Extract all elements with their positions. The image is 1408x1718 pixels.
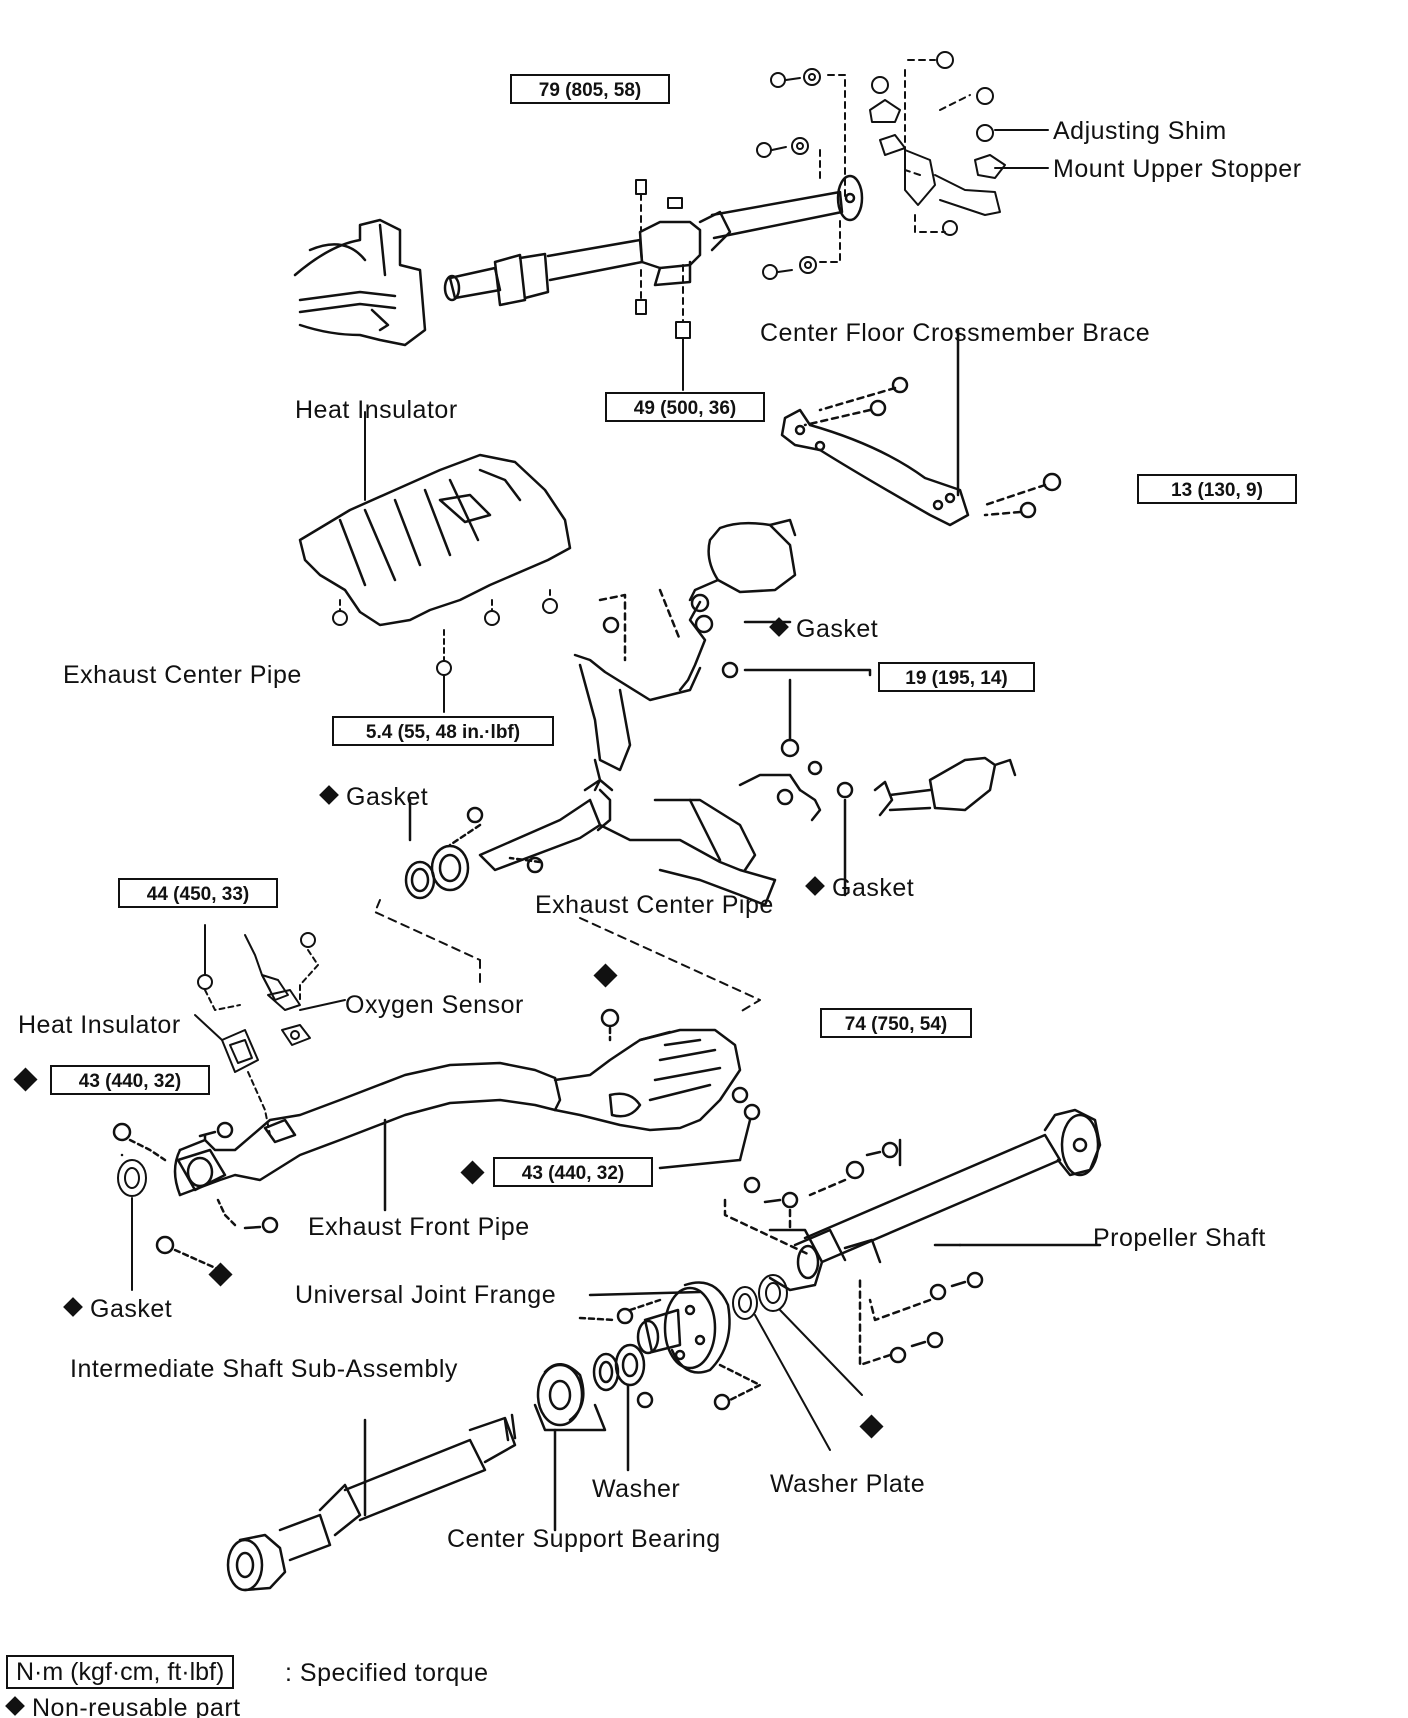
exhaust-center-pipe-drawing — [404, 518, 1017, 907]
label-washer: Washer — [592, 1475, 681, 1503]
label-exhaust-center-pipe-mid: Exhaust Center Pipe — [535, 891, 774, 919]
torque-74: 74 (750, 54) — [820, 1008, 972, 1038]
center-support-bearing-drawing — [533, 1343, 646, 1532]
differential-housing-drawing — [293, 218, 427, 347]
front-gasket-drawing — [117, 1159, 147, 1291]
label-universal-joint-frange: Universal Joint Frange — [295, 1281, 557, 1309]
washer-plate-drawing — [732, 1274, 863, 1451]
label-heat-insulator-upper: Heat Insulator — [295, 396, 458, 424]
crossmember-brace-drawing — [780, 328, 1062, 527]
label-mount-upper-stopper: Mount Upper Stopper — [1053, 155, 1302, 183]
bearing-bracket-hardware — [635, 179, 691, 391]
intermediate-shaft-drawing — [226, 1413, 517, 1592]
label-adjusting-shim: Adjusting Shim — [1053, 117, 1227, 145]
torque-49: 49 (500, 36) — [605, 392, 765, 422]
label-center-support-bearing: Center Support Bearing — [447, 1525, 721, 1553]
rear-propeller-shaft-drawing — [443, 174, 864, 307]
legend-nonreusable: Non-reusable part — [5, 1696, 241, 1718]
universal-joint-flange-drawing — [578, 1281, 762, 1411]
label-intermediate-shaft-sub-assembly: Intermediate Shaft Sub-Assembly — [70, 1355, 458, 1383]
legend-torque-desc: : Specified torque — [285, 1659, 489, 1687]
torque-44: 44 (450, 33) — [118, 878, 278, 908]
label-heat-insulator-front: Heat Insulator — [18, 1011, 181, 1039]
center-mount-hardware — [869, 51, 1049, 236]
torque-43-converter: 43 (440, 32) — [493, 1157, 653, 1187]
label-center-floor-crossmember-brace: Center Floor Crossmember Brace — [760, 319, 1151, 347]
nonreusable-diamond-icon — [805, 876, 825, 897]
torque-13: 13 (130, 9) — [1137, 474, 1297, 504]
label-exhaust-front-pipe: Exhaust Front Pipe — [308, 1213, 530, 1241]
heat-insulator-upper-drawing — [298, 453, 572, 627]
nonreusable-diamond-icon — [5, 1696, 25, 1717]
oxygen-sensor-drawing — [197, 924, 346, 1046]
torque-19: 19 (195, 14) — [878, 662, 1035, 692]
label-washer-plate: Washer Plate — [770, 1470, 926, 1498]
label-oxygen-sensor: Oxygen Sensor — [345, 991, 524, 1019]
label-gasket-center-front: Gasket — [319, 785, 428, 810]
torque-5-4: 5.4 (55, 48 in.·lbf) — [332, 716, 554, 746]
dashed-connection-lines — [374, 899, 761, 1013]
nonreusable-diamond-icon — [319, 785, 339, 806]
label-exhaust-center-pipe-left: Exhaust Center Pipe — [63, 661, 302, 689]
label-gasket-tail: Gasket — [769, 617, 878, 642]
exhaust-front-pipe-drawing — [112, 1008, 761, 1272]
torque-79: 79 (805, 58) — [510, 74, 670, 104]
heat-insulator-upper-bolts — [332, 411, 558, 713]
label-gasket-center-rear: Gasket — [805, 876, 914, 901]
label-propeller-shaft: Propeller Shaft — [1093, 1224, 1266, 1252]
nonreusable-diamond-icon — [63, 1297, 83, 1318]
label-gasket-front: Gasket — [63, 1297, 172, 1322]
flange-bolts-top — [756, 68, 846, 280]
legend-torque-box: N·m (kgf·cm, ft·lbf) — [6, 1655, 235, 1689]
nonreusable-diamond-icon — [769, 617, 789, 638]
torque-43-front: 43 (440, 32) — [50, 1065, 210, 1095]
propeller-shaft-drawing — [723, 1108, 1102, 1367]
